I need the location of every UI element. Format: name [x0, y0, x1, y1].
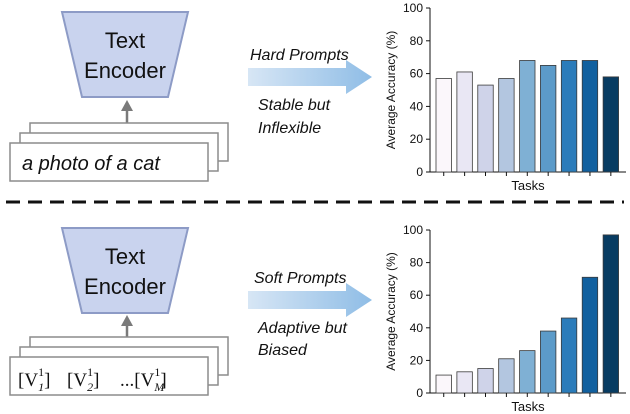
x-axis-label: Tasks: [511, 178, 545, 193]
y-axis-label: Average Accuracy (%): [384, 252, 398, 371]
bar: [477, 84, 494, 173]
soft-prompt-tokens: [V11] [V21] ...[VM1]: [18, 365, 167, 394]
y-tick-label: 0: [416, 386, 423, 400]
y-tick-label: 40: [410, 321, 424, 335]
token-m: ...[VM1]: [120, 365, 167, 394]
y-tick-label: 0: [416, 165, 423, 179]
bar: [560, 317, 578, 394]
bar: [581, 276, 599, 394]
hard-prompts-arrow: [248, 60, 372, 94]
y-tick-label: 100: [403, 223, 423, 237]
encoder-label-line1: Text: [105, 28, 145, 53]
text-encoder-block: [60, 227, 190, 314]
y-tick-label: 60: [410, 67, 424, 81]
y-tick-label: 60: [410, 288, 424, 302]
hard-prompts-label: Hard Prompts: [250, 47, 349, 64]
bar: [435, 374, 452, 394]
hard-prompts-desc-line1: Stable but: [258, 97, 331, 114]
bar: [498, 358, 515, 394]
encoder-label-line2: Encoder: [84, 58, 166, 83]
top-panel: Text Encoder a photo of a cat Hard Promp…: [9, 11, 372, 182]
soft-prompts-arrow: [248, 283, 372, 317]
y-tick-label: 40: [410, 99, 424, 113]
x-axis-label: Tasks: [511, 399, 545, 414]
hard-prompts-desc-line2: Inflexible: [258, 120, 321, 137]
y-axis-label: Average Accuracy (%): [384, 31, 398, 150]
text-encoder-block: [60, 11, 190, 98]
bar: [498, 78, 515, 173]
y-tick-label: 80: [410, 256, 424, 270]
bar: [602, 76, 619, 173]
token-2: [V21]: [67, 365, 99, 394]
token-1: [V11]: [18, 365, 50, 394]
bar: [456, 71, 473, 173]
soft-prompts-label: Soft Prompts: [254, 270, 346, 287]
bar: [456, 371, 473, 394]
bar: [540, 330, 557, 394]
bar: [560, 60, 578, 173]
bar: [435, 78, 452, 173]
soft-prompts-desc-line1: Adaptive but: [257, 320, 348, 337]
y-tick-label: 20: [410, 353, 424, 367]
bar: [519, 350, 536, 394]
soft-prompts-desc-line2: Biased: [258, 342, 308, 359]
y-tick-label: 100: [403, 1, 423, 15]
up-arrow: [121, 100, 133, 125]
bar: [602, 234, 619, 394]
y-tick-label: 80: [410, 34, 424, 48]
prompt-box: [9, 356, 209, 396]
bar: [477, 368, 494, 394]
prompt-box: [9, 142, 209, 182]
bottom-panel: Text Encoder [V11] [V21] ...[VM1] Soft P…: [9, 227, 372, 396]
bar: [540, 65, 557, 173]
bar: [519, 60, 536, 173]
y-tick-label: 20: [410, 132, 424, 146]
encoder-label-line1: Text: [105, 244, 145, 269]
bar: [581, 60, 599, 173]
prompt-text: a photo of a cat: [22, 153, 161, 175]
encoder-label-line2: Encoder: [84, 274, 166, 299]
